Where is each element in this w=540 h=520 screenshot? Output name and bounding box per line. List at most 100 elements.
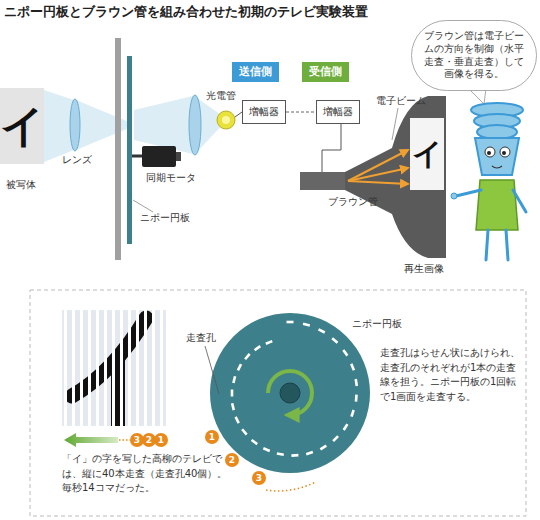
scan-hole xyxy=(356,379,357,386)
nipkow-disc-side xyxy=(127,56,132,244)
mascot-hand xyxy=(451,193,457,199)
mascot-leg xyxy=(506,230,508,260)
side-tag: 送信側 xyxy=(232,62,279,82)
subject-box: イ被写体 xyxy=(0,88,44,164)
side-tag: 受信側 xyxy=(302,62,349,82)
part-label: 走査孔 xyxy=(186,332,216,344)
scan-hole xyxy=(232,403,234,410)
part-label: ニポー円板 xyxy=(140,212,190,224)
scan-hole xyxy=(333,436,338,441)
scan-hole xyxy=(355,395,358,402)
lens xyxy=(70,99,80,151)
sync-motor xyxy=(176,152,181,161)
scan-hole xyxy=(266,341,272,344)
mascot-leg xyxy=(486,230,488,260)
scan-direction-arrow xyxy=(64,433,118,447)
light-cone xyxy=(44,90,224,162)
amplifier-box: 増幅器 xyxy=(242,100,286,124)
scan-hole xyxy=(332,338,337,343)
leader-line xyxy=(205,346,219,394)
crt-funnel xyxy=(345,96,446,258)
mascot-eye xyxy=(502,151,506,155)
light-cone xyxy=(76,100,129,150)
scan-hole xyxy=(252,440,258,444)
mascot-body xyxy=(476,180,518,230)
leader-line xyxy=(133,200,153,212)
mascot-eye xyxy=(485,147,495,157)
amplifier-box: 増幅器 xyxy=(316,100,360,124)
callout-number: 2 xyxy=(225,453,239,467)
caption-note: 「イ」の字を写した高柳のテレビでは、縦に40本走査（走査孔40個）。毎秒14コマ… xyxy=(62,452,230,496)
wire xyxy=(235,112,242,117)
wire xyxy=(322,123,341,172)
scan-hole xyxy=(343,350,347,356)
node-text: イ xyxy=(0,104,45,148)
description-note: 走査孔はらせん状にあけられ、走査孔のそれぞれが1本の走査線を担う。ニポー円板の1… xyxy=(380,346,522,404)
lens xyxy=(189,95,201,155)
title: ニポー円板とブラウン管を組み合わせた初期のテレビ実験装置 xyxy=(4,3,368,21)
scan-hole xyxy=(231,390,234,397)
scanned-image xyxy=(62,310,166,426)
disc-frame xyxy=(115,38,121,260)
scan-hole xyxy=(351,364,354,370)
crt-screen xyxy=(410,118,444,190)
scan-hole xyxy=(233,376,235,383)
node-text: 被写体 xyxy=(6,178,36,192)
scan-hole xyxy=(255,346,261,350)
scan-hole xyxy=(319,329,325,332)
mascot xyxy=(451,103,526,260)
scan-hole xyxy=(236,417,239,423)
part-label: 光電管 xyxy=(206,90,236,102)
node-text: 受信側 xyxy=(309,65,342,77)
screen-image: イ xyxy=(413,122,441,186)
mascot-face xyxy=(475,138,519,175)
scan-hole xyxy=(238,364,241,370)
scan-hole xyxy=(242,429,247,434)
dashed-panel xyxy=(30,290,526,516)
scan-hole xyxy=(306,452,313,454)
nipkow-disc xyxy=(210,313,370,473)
mascot-arm xyxy=(513,190,526,212)
callout-number: 1 xyxy=(154,433,168,447)
node-text: 増幅器 xyxy=(249,106,279,117)
scanned-image xyxy=(62,310,166,426)
photocell xyxy=(217,111,235,129)
part-label: ブラウン管 xyxy=(328,196,378,208)
node-text: イ xyxy=(412,139,443,169)
scan-hole xyxy=(245,354,250,359)
scan-hole xyxy=(344,424,348,430)
scan-hole xyxy=(263,448,269,451)
node-text: 増幅器 xyxy=(323,106,353,117)
scan-hole xyxy=(303,324,310,326)
scan-holes xyxy=(232,322,357,456)
scan-hole xyxy=(277,454,284,455)
light-cone xyxy=(134,96,193,154)
light-cone xyxy=(44,90,74,162)
speech-bubble: ブラウン管は電子ビームの方向を制御（水平走査・垂直走査）して画像を得る。 xyxy=(411,20,537,91)
photocell xyxy=(222,116,230,124)
dotted-line xyxy=(119,439,130,441)
signal-connector xyxy=(286,112,316,113)
scan-hole xyxy=(351,410,353,417)
leader-line xyxy=(392,108,398,140)
node-text: ブラウン管は電子ビームの方向を制御（水平走査・垂直走査）して画像を得る。 xyxy=(424,30,524,79)
electron-beam xyxy=(348,181,408,184)
mascot-head xyxy=(477,125,517,139)
electron-beam xyxy=(348,150,408,184)
electron-beam xyxy=(348,150,408,181)
mascot-arm xyxy=(456,190,481,196)
mascot-eye xyxy=(487,151,491,155)
dotted-line xyxy=(266,482,316,491)
crt-neck xyxy=(300,172,345,190)
scan-stripes xyxy=(62,310,166,426)
sync-motor xyxy=(142,146,176,167)
part-label: 同期モータ xyxy=(146,172,196,184)
mascot-eye xyxy=(500,147,510,157)
node-text: 送信側 xyxy=(239,65,272,77)
part-label: レンズ xyxy=(62,154,92,166)
callout-number: 1 xyxy=(205,430,219,444)
part-label: 再生画像 xyxy=(404,263,444,275)
motor-shaft xyxy=(132,155,142,158)
part-label: ニポー円板 xyxy=(352,318,402,330)
